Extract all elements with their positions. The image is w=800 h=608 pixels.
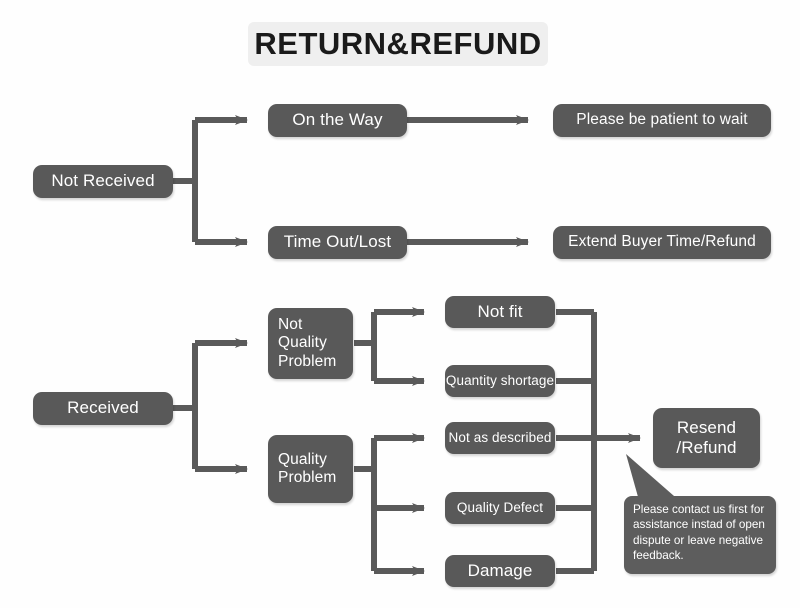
node-not-fit[interactable]: Not fit	[445, 296, 555, 328]
node-received[interactable]: Received	[33, 392, 173, 425]
node-time-out-lost[interactable]: Time Out/Lost	[268, 226, 407, 259]
node-extend-buyer-time-refund[interactable]: Extend Buyer Time/Refund	[553, 226, 771, 259]
node-not-received[interactable]: Not Received	[33, 165, 173, 198]
node-quality-defect[interactable]: Quality Defect	[445, 492, 555, 524]
node-not-as-described[interactable]: Not as described	[445, 422, 555, 454]
node-not-quality-problem[interactable]: Not Quality Problem	[268, 308, 353, 379]
node-resend-refund[interactable]: Resend /Refund	[653, 408, 760, 468]
node-damage[interactable]: Damage	[445, 555, 555, 587]
node-quantity-shortage[interactable]: Quantity shortage	[445, 365, 555, 397]
node-on-the-way[interactable]: On the Way	[268, 104, 407, 137]
node-quality-problem[interactable]: Quality Problem	[268, 435, 353, 503]
callout-bubble: Please contact us first for assistance i…	[624, 496, 776, 574]
node-please-be-patient[interactable]: Please be patient to wait	[553, 104, 771, 137]
page-title: RETURN&REFUND	[248, 22, 548, 66]
